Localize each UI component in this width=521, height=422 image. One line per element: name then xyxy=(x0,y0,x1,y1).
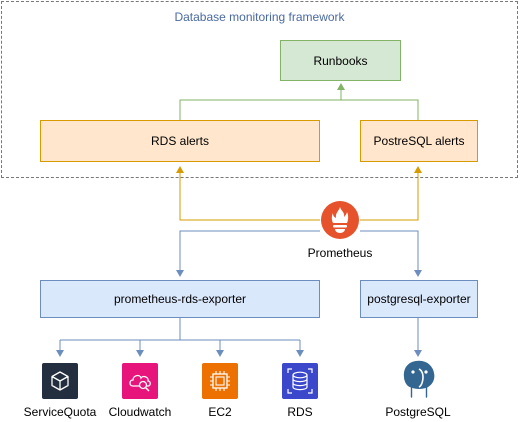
rds-exporter-box: prometheus-rds-exporter xyxy=(40,280,320,318)
aws-ec2-icon xyxy=(202,363,238,399)
aws-servicequota-icon xyxy=(42,363,78,399)
edge-prometheus-to-rds-exporter xyxy=(176,230,320,277)
edge-prometheus-to-pg-exporter xyxy=(360,230,422,277)
edge-alerts-to-runbooks xyxy=(179,99,419,120)
cloudwatch-label: Cloudwatch xyxy=(108,405,172,419)
postgresql-label: PostgreSQL xyxy=(385,405,451,419)
runbooks-box: Runbooks xyxy=(280,40,401,81)
prometheus-label: Prometheus xyxy=(307,246,373,260)
edge-prometheus-to-rds-alerts xyxy=(176,166,320,221)
pg-exporter-box: postgresql-exporter xyxy=(360,280,478,318)
postgresql-elephant-icon xyxy=(402,359,436,400)
servicequota-label: ServiceQuota xyxy=(23,405,97,419)
postgres-alerts-box: PostreSQL alerts xyxy=(360,120,478,162)
rds-label: RDS xyxy=(287,405,313,419)
framework-title: Database monitoring framework xyxy=(174,10,345,24)
framework-container: Database monitoring framework xyxy=(1,1,518,178)
aws-cloudwatch-icon xyxy=(122,363,158,399)
prometheus-logo-icon xyxy=(321,201,359,239)
edge-prometheus-to-pg-alerts xyxy=(360,166,422,221)
ec2-label: EC2 xyxy=(208,405,232,419)
edge-rds-exporter-bus xyxy=(60,318,300,341)
aws-rds-icon xyxy=(282,363,318,399)
rds-alerts-box: RDS alerts xyxy=(40,120,320,162)
